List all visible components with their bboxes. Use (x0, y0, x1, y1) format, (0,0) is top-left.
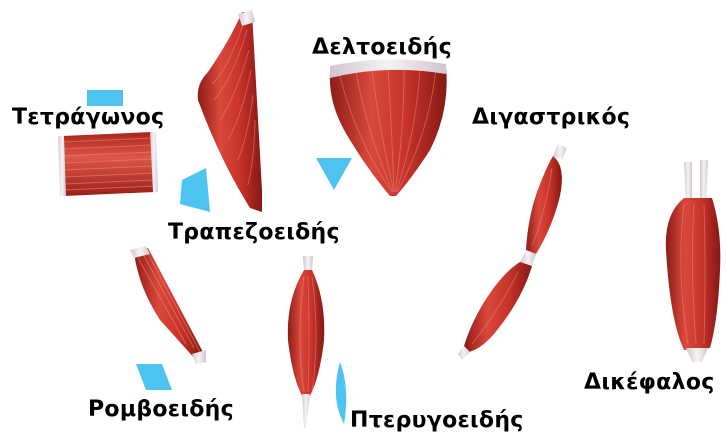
trapezoid-muscle (198, 10, 262, 212)
label-trapezoid: Τραπεζοειδής (168, 222, 340, 244)
marker-wing (336, 362, 346, 424)
marker-trapezoid (180, 168, 210, 212)
label-rhomboid: Ρομβοειδής (88, 399, 234, 421)
label-digastric: Διγαστρικός (472, 107, 630, 129)
marker-rhombus (136, 364, 172, 390)
digastric-muscle (458, 144, 567, 360)
label-deltoid: Δελτοειδής (312, 37, 452, 59)
biceps-muscle (666, 160, 721, 362)
marker-triangle (316, 158, 352, 190)
pterygoid-muscle (288, 256, 324, 428)
label-biceps: Δικέφαλος (584, 372, 715, 394)
quadrate-muscle (58, 132, 158, 196)
label-pterygoid: Πτερυγοειδής (350, 410, 524, 432)
deltoid-muscle (330, 59, 447, 196)
label-quadrate: Τετράγωνος (12, 107, 164, 129)
rhomboid-muscle (130, 246, 206, 364)
marker-square (87, 90, 123, 106)
